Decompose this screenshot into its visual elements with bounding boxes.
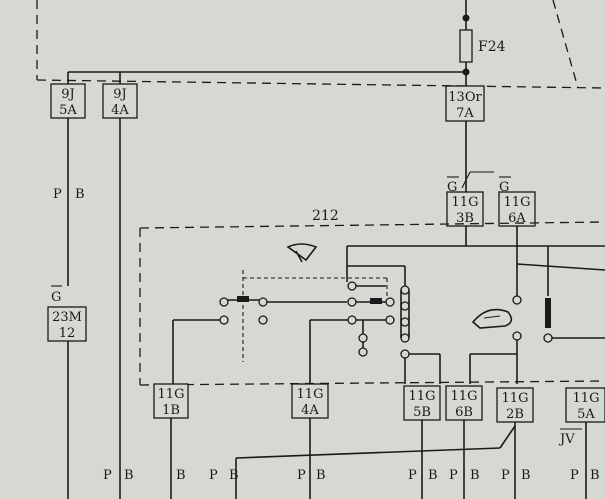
connector-label-bottom: 7A xyxy=(456,106,474,121)
connector-9j-5a: 9J 5A xyxy=(50,83,86,119)
connector-label-bottom: 2B xyxy=(506,407,524,422)
svg-text:G: G xyxy=(447,180,457,195)
connector-label-top: 13Or xyxy=(448,90,482,105)
svg-text:B: B xyxy=(470,468,480,483)
overbar-g-3: G xyxy=(51,285,62,305)
wire-code: P xyxy=(53,187,62,202)
svg-text:P: P xyxy=(501,468,510,483)
bottom-wires xyxy=(170,418,587,499)
connector-label-top: 11G xyxy=(158,387,185,402)
circuit-number: 212 xyxy=(312,208,339,224)
connector-9j-4a: 9J 4A xyxy=(102,83,138,119)
module-wiring xyxy=(172,226,605,384)
svg-text:B: B xyxy=(229,468,239,483)
connector-label-top: 11G xyxy=(451,389,478,404)
connector-label-top: 11G xyxy=(452,195,479,210)
svg-text:P: P xyxy=(408,468,417,483)
connector-label-bottom: 4A xyxy=(111,103,129,118)
module-212-outline xyxy=(139,221,605,386)
connector-label-bottom: 5B xyxy=(413,405,431,420)
svg-text:B: B xyxy=(176,468,186,483)
connector-label-top: 11G xyxy=(502,391,529,406)
connector-13or-7a: 13Or 7A xyxy=(445,85,485,122)
fuse-label: F24 xyxy=(478,39,506,55)
overbar-jv: JV xyxy=(558,428,582,447)
connector-label-top: 11G xyxy=(297,387,324,402)
svg-text:B: B xyxy=(316,468,326,483)
connector-label-top: 11G xyxy=(573,391,600,406)
svg-text:B: B xyxy=(590,468,600,483)
svg-text:B: B xyxy=(124,468,134,483)
connector-11g-5a: 11G 5A xyxy=(565,387,605,423)
svg-text:P: P xyxy=(449,468,458,483)
connector-label-bottom: 3B xyxy=(456,211,474,226)
connector-label-bottom: 5A xyxy=(577,407,595,422)
connector-label-bottom: 6B xyxy=(455,405,473,420)
svg-text:P: P xyxy=(103,468,112,483)
svg-text:P: P xyxy=(209,468,218,483)
connector-label-bottom: 4A xyxy=(301,403,319,418)
connector-label-top: 9J xyxy=(113,87,126,102)
connector-label-bottom: 12 xyxy=(59,326,76,341)
fuse-box-outline xyxy=(36,0,605,89)
overbar-g-1: G xyxy=(447,176,459,195)
bottom-wire-codes: P B B P B P B P B P B P B P B xyxy=(103,468,600,483)
connector-11g-6a: 11G 6A xyxy=(498,191,536,227)
svg-text:P: P xyxy=(570,468,579,483)
wire-code: B xyxy=(75,187,85,202)
svg-text:JV: JV xyxy=(558,432,575,447)
connector-label-top: 9J xyxy=(61,87,74,102)
svg-text:G: G xyxy=(51,290,61,305)
connector-11g-3b: 11G 3B xyxy=(446,191,484,227)
connector-label-bottom: 1B xyxy=(162,403,180,418)
connector-23m-12: 23M 12 xyxy=(47,306,87,342)
connector-label-top: 11G xyxy=(409,389,436,404)
connector-11g-2b: 11G 2B xyxy=(496,387,534,423)
connector-11g-6b: 11G 6B xyxy=(445,385,483,421)
overbar-g-2: G xyxy=(499,176,511,195)
connector-label-top: 23M xyxy=(52,310,82,325)
connector-label-bottom: 6A xyxy=(508,211,526,226)
svg-text:G: G xyxy=(499,180,509,195)
connector-label-top: 11G xyxy=(504,195,531,210)
connector-11g-5b: 11G 5B xyxy=(403,385,441,421)
svg-text:B: B xyxy=(428,468,438,483)
fuse-f24: F24 xyxy=(459,0,506,86)
connector-11g-1b: 11G 1B xyxy=(153,383,189,419)
svg-text:P: P xyxy=(297,468,306,483)
connector-label-bottom: 5A xyxy=(59,103,77,118)
svg-text:B: B xyxy=(521,468,531,483)
connector-11g-4a: 11G 4A xyxy=(291,383,329,419)
